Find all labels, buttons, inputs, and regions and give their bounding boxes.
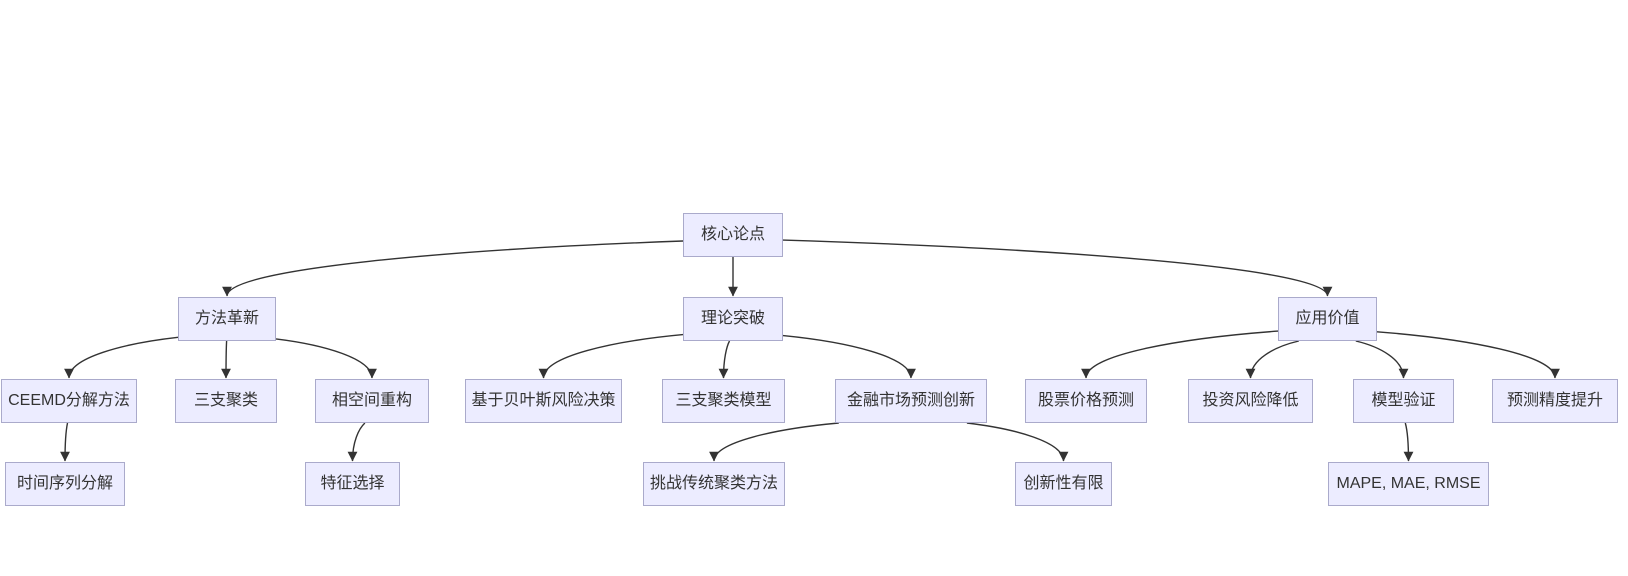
node-threeway-model: 三支聚类模型: [662, 379, 785, 423]
node-label: 三支聚类模型: [675, 392, 772, 409]
node-label: 金融市场预测创新: [846, 392, 975, 409]
edge-method-ceemd: [64, 336, 179, 379]
node-label: 预测精度提升: [1506, 392, 1603, 409]
node-phase: 相空间重构: [315, 379, 429, 423]
node-limited: 创新性有限: [1015, 462, 1112, 506]
node-accuracy: 预测精度提升: [1492, 379, 1618, 423]
node-finance: 金融市场预测创新: [835, 379, 987, 423]
node-label: 时间序列分解: [16, 475, 113, 492]
edge-finance-limited: [966, 422, 1069, 462]
node-challenge: 挑战传统聚类方法: [643, 462, 785, 506]
node-core: 核心论点: [683, 213, 783, 257]
node-validation: 模型验证: [1353, 379, 1454, 423]
edge-ceemd-timeseries: [60, 422, 70, 462]
edge-phase-feature: [347, 422, 366, 462]
node-label: 基于贝叶斯风险决策: [471, 392, 616, 409]
edge-value-validation: [1355, 340, 1409, 379]
node-label: 三支聚类: [193, 392, 258, 409]
edge-value-stock: [1081, 330, 1279, 379]
edge-core-value: [782, 239, 1333, 297]
edge-method-phase: [275, 338, 377, 379]
edge-finance-challenge: [709, 422, 839, 462]
node-stock: 股票价格预测: [1025, 379, 1147, 423]
node-threeway: 三支聚类: [175, 379, 277, 423]
node-label: 特征选择: [320, 475, 385, 492]
node-method: 方法革新: [178, 297, 276, 341]
node-label: 核心论点: [700, 226, 765, 243]
node-label: 理论突破: [700, 310, 765, 327]
edge-value-risk: [1245, 340, 1299, 379]
edge-theory-bayes: [538, 333, 684, 379]
edge-value-accuracy: [1376, 331, 1560, 379]
node-label: 投资风险降低: [1202, 392, 1299, 409]
node-label: 创新性有限: [1023, 475, 1104, 492]
node-feature: 特征选择: [305, 462, 400, 506]
node-metrics: MAPE, MAE, RMSE: [1328, 462, 1489, 506]
node-value: 应用价值: [1278, 297, 1377, 341]
edge-theory-threeway-model: [718, 340, 731, 379]
node-label: 相空间重构: [331, 392, 412, 409]
node-label: MAPE, MAE, RMSE: [1336, 475, 1481, 492]
node-label: 挑战传统聚类方法: [649, 475, 778, 492]
node-risk: 投资风险降低: [1188, 379, 1313, 423]
edge-method-threeway: [221, 340, 231, 379]
edge-theory-finance: [782, 334, 916, 379]
node-theory: 理论突破: [683, 297, 783, 341]
node-timeseries: 时间序列分解: [5, 462, 125, 506]
node-label: 应用价值: [1295, 310, 1360, 327]
edge-group: [60, 239, 1560, 462]
node-ceemd: CEEMD分解方法: [1, 379, 137, 423]
node-bayes: 基于贝叶斯风险决策: [465, 379, 622, 423]
edge-validation-metrics: [1403, 422, 1414, 462]
node-label: 股票价格预测: [1037, 392, 1134, 409]
node-label: CEEMD分解方法: [8, 392, 130, 409]
node-label: 方法革新: [194, 310, 259, 327]
edge-core-method: [222, 240, 684, 297]
node-label: 模型验证: [1371, 392, 1436, 409]
